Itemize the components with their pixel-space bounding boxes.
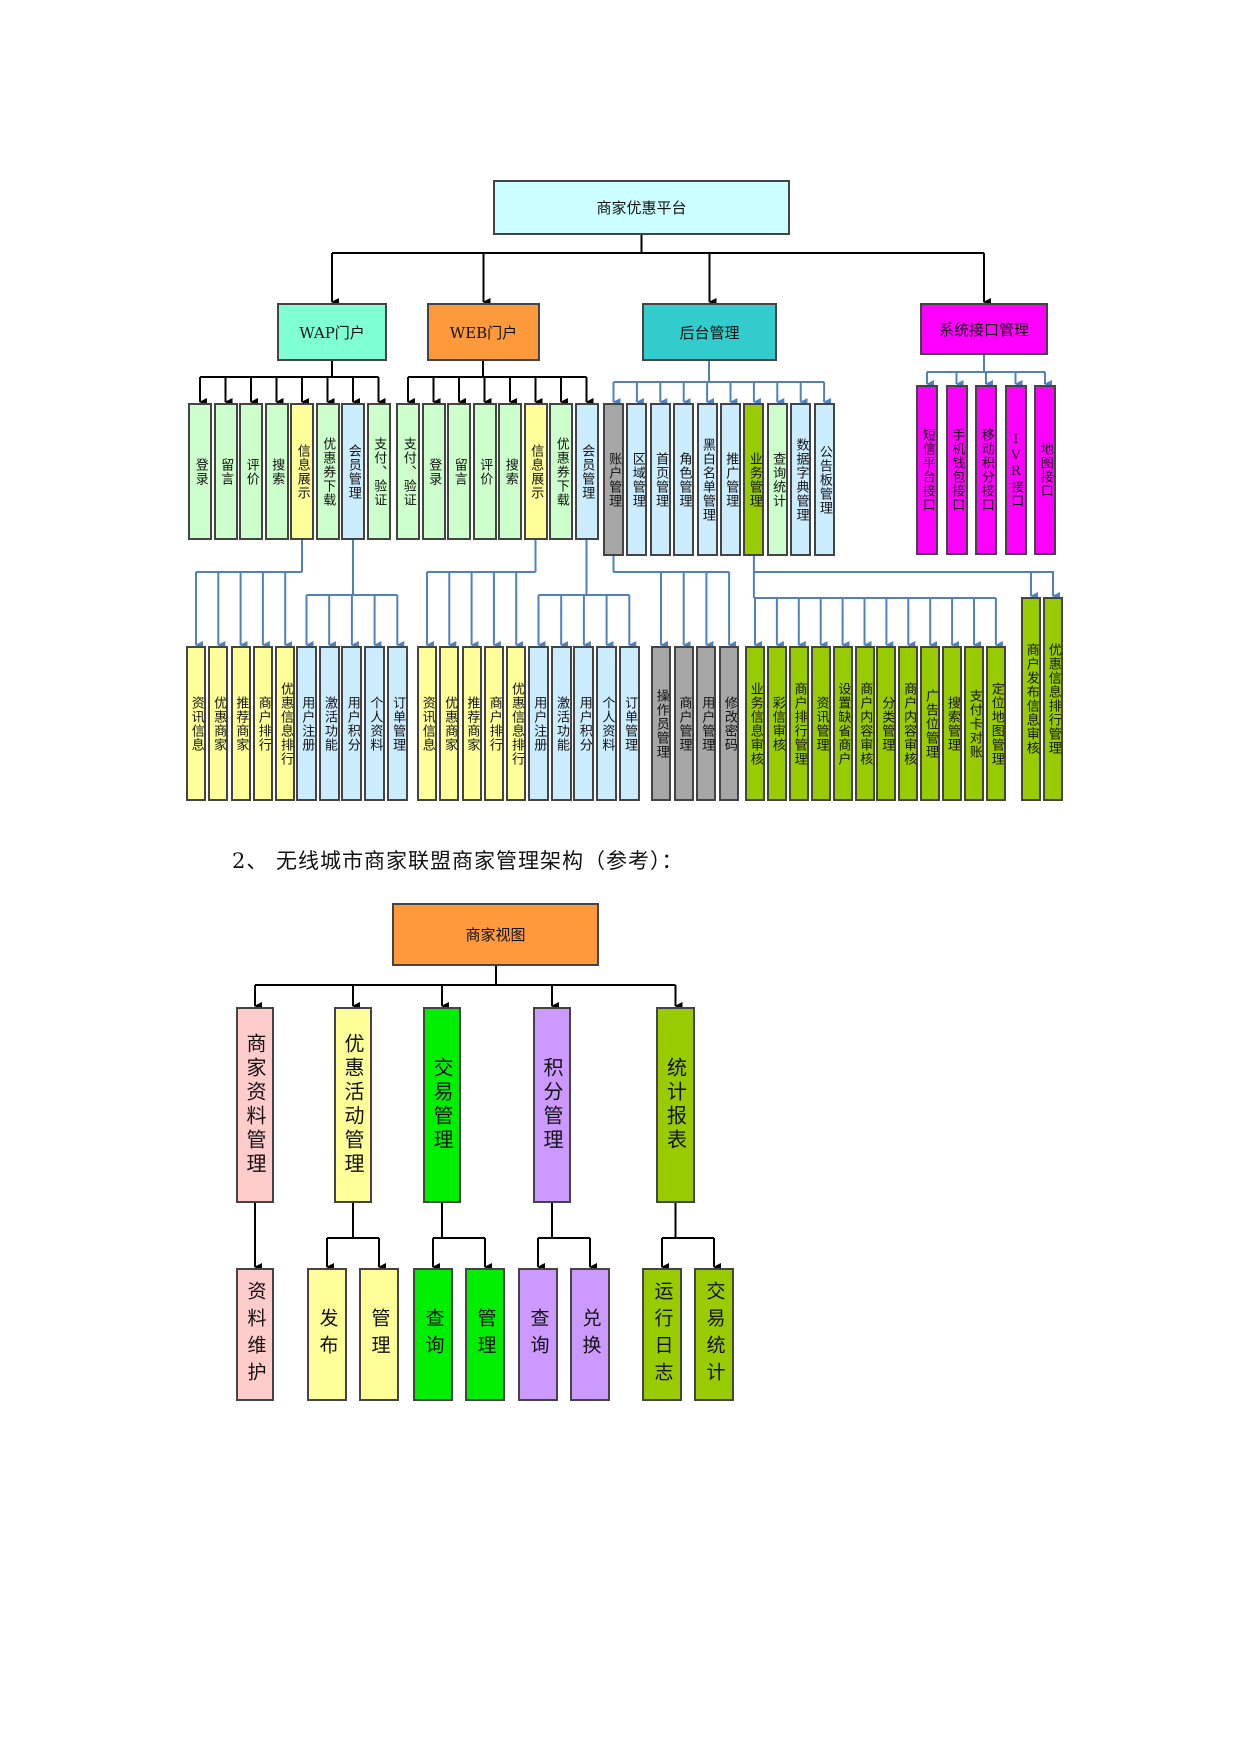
web-member-child-2: 用户积分 xyxy=(573,646,595,801)
wap-member-child-4: 订单管理 xyxy=(386,646,408,801)
wap-info-child-1: 优惠商家 xyxy=(208,646,229,801)
admin-child-3: 角色管理 xyxy=(673,403,695,556)
admin-child-2: 首页管理 xyxy=(649,403,671,556)
web-member-child-0: 用户注册 xyxy=(528,646,549,801)
wap-child-3: 搜索 xyxy=(264,403,289,540)
merchant-sub-4-0: 运行日志 xyxy=(642,1268,682,1401)
business-child-0: 业务信息审核 xyxy=(745,646,765,801)
web-child-4: 搜索 xyxy=(498,403,522,540)
merchant-sub-0-0: 资料维护 xyxy=(236,1268,274,1401)
merchant-branch-2: 交易管理 xyxy=(423,1007,461,1203)
admin-child-1: 区域管理 xyxy=(626,403,648,556)
business-child-6: 分类管理 xyxy=(876,646,897,801)
branch-node-2: 后台管理 xyxy=(642,303,777,361)
admin-child-0: 账户管理 xyxy=(603,403,624,556)
wap-child-6: 会员管理 xyxy=(341,403,365,540)
wap-info-child-3: 商户排行 xyxy=(252,646,273,801)
business-child-5: 商户内容审核 xyxy=(854,646,875,801)
web-member-child-1: 激活功能 xyxy=(550,646,572,801)
diagram-canvas: 2、 无线城市商家联盟商家管理架构（参考）： 商家优惠平台 WAP门户 WEB门户 后… xyxy=(186,180,1063,1401)
business-child-3: 资讯管理 xyxy=(810,646,831,801)
wap-child-0: 登录 xyxy=(188,403,212,540)
merchant-branch-4: 统计报表 xyxy=(656,1007,695,1203)
merchant-sub-1-1: 管理 xyxy=(359,1268,399,1401)
web-info-child-2: 推荐商家 xyxy=(461,646,482,801)
admin-child-4: 黑白名单管理 xyxy=(696,403,718,556)
web-info-child-1: 优惠商家 xyxy=(439,646,460,801)
merchant-branch-0: 商家资料管理 xyxy=(236,1007,274,1203)
branch-node-1: WEB门户 xyxy=(427,303,540,361)
business-child-8: 广告位管理 xyxy=(920,646,941,801)
admin-child-6: 业务管理 xyxy=(743,403,765,556)
wap-child-7: 支付、验证 xyxy=(366,403,391,540)
account-child-0: 操作员管理 xyxy=(651,646,671,801)
wap-info-child-0: 资讯信息 xyxy=(186,646,206,801)
business-child-11: 定位地图管理 xyxy=(985,646,1006,801)
business-child-tall-0: 商户发布信息审核 xyxy=(1021,597,1041,801)
root-node-merchant-view: 商家视图 xyxy=(392,903,599,966)
iface-child-1: 手机钱包接口 xyxy=(945,385,968,555)
business-child-7: 商户内容审核 xyxy=(898,646,919,801)
admin-child-8: 数据字典管理 xyxy=(790,403,812,556)
merchant-branch-3: 积分管理 xyxy=(533,1007,571,1203)
wap-member-child-1: 激活功能 xyxy=(318,646,340,801)
web-info-child-3: 商户排行 xyxy=(483,646,504,801)
iface-child-0: 短信平台接口 xyxy=(916,385,938,555)
web-member-child-4: 订单管理 xyxy=(618,646,640,801)
wap-member-child-3: 个人资料 xyxy=(364,646,386,801)
wap-child-4: 信息展示 xyxy=(290,403,314,540)
web-info-child-4: 优惠信息排行 xyxy=(506,646,527,801)
merchant-sub-3-1: 兑换 xyxy=(570,1268,610,1401)
iface-child-2: 移动积分接口 xyxy=(975,385,997,555)
web-child-2: 留言 xyxy=(447,403,471,540)
business-child-10: 支付卡对账 xyxy=(964,646,984,801)
iface-child-4: 地图接口 xyxy=(1034,385,1056,555)
web-child-5: 信息展示 xyxy=(523,403,548,540)
wap-member-child-0: 用户注册 xyxy=(296,646,317,801)
web-child-3: 评价 xyxy=(472,403,497,540)
web-child-6: 优惠券下载 xyxy=(549,403,573,540)
account-child-1: 商户管理 xyxy=(673,646,694,801)
business-child-tall-1: 优惠信息排行管理 xyxy=(1043,597,1063,801)
merchant-sub-2-1: 管理 xyxy=(465,1268,505,1401)
root-node-platform: 商家优惠平台 xyxy=(493,180,790,235)
merchant-sub-2-0: 查询 xyxy=(413,1268,453,1401)
web-member-child-3: 个人资料 xyxy=(596,646,618,801)
admin-child-7: 查询统计 xyxy=(766,403,788,556)
admin-child-5: 推广管理 xyxy=(720,403,741,556)
merchant-sub-1-0: 发布 xyxy=(307,1268,347,1401)
account-child-3: 修改密码 xyxy=(719,646,740,801)
wap-child-2: 评价 xyxy=(239,403,263,540)
business-child-2: 商户排行管理 xyxy=(788,646,809,801)
wap-member-child-2: 用户积分 xyxy=(341,646,363,801)
merchant-branch-1: 优惠活动管理 xyxy=(334,1007,372,1203)
web-child-1: 登录 xyxy=(421,403,446,540)
branch-node-3: 系统接口管理 xyxy=(920,303,1048,355)
business-child-4: 设置缺省商户 xyxy=(832,646,853,801)
admin-child-9: 公告板管理 xyxy=(813,403,835,556)
wap-child-1: 留言 xyxy=(213,403,238,540)
merchant-sub-4-1: 交易统计 xyxy=(694,1268,734,1401)
account-child-2: 用户管理 xyxy=(696,646,717,801)
iface-child-3: IVR接口 xyxy=(1004,385,1027,555)
web-child-0: 支付、验证 xyxy=(396,403,420,540)
connector-lines xyxy=(195,235,1060,1271)
business-child-9: 搜索管理 xyxy=(942,646,963,801)
web-info-child-0: 资讯信息 xyxy=(417,646,437,801)
section-heading: 2、 无线城市商家联盟商家管理架构（参考）： xyxy=(232,849,684,873)
web-child-7: 会员管理 xyxy=(574,403,599,540)
branch-node-0: WAP门户 xyxy=(277,303,387,361)
wap-info-child-4: 优惠信息排行 xyxy=(275,646,296,801)
merchant-sub-3-0: 查询 xyxy=(518,1268,558,1401)
wap-child-5: 优惠券下载 xyxy=(315,403,340,540)
wap-info-child-2: 推荐商家 xyxy=(230,646,251,801)
business-child-1: 彩信审核 xyxy=(766,646,787,801)
